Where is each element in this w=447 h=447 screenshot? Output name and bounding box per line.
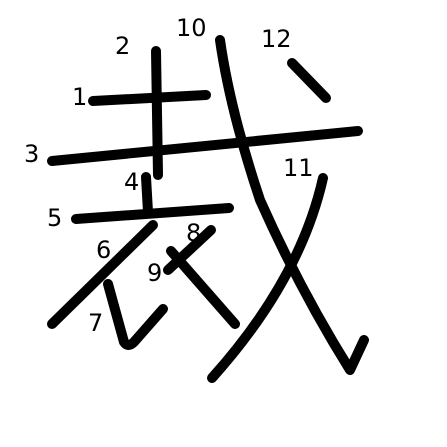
stroke-1: [88, 90, 211, 106]
stroke-number-6: 6: [96, 236, 111, 264]
stroke-number-10: 10: [176, 14, 207, 42]
stroke-number-12: 12: [261, 25, 292, 53]
stroke-5: [71, 203, 234, 224]
stroke-6: [47, 220, 158, 329]
stroke-12: [287, 58, 331, 103]
stroke-number-5: 5: [47, 204, 62, 232]
stroke-10: [215, 35, 369, 375]
stroke-number-1: 1: [72, 83, 87, 111]
stroke-number-3: 3: [24, 140, 39, 168]
stroke-number-11: 11: [283, 154, 314, 182]
stroke-number-4: 4: [124, 168, 139, 196]
stroke-number-8: 8: [186, 219, 201, 247]
stroke-4: [141, 172, 153, 217]
stroke-9: [166, 246, 240, 329]
stroke-7: [103, 279, 168, 350]
stroke-11: [207, 173, 328, 383]
stroke-number-2: 2: [115, 32, 130, 60]
stroke-number-7: 7: [88, 309, 103, 337]
stroke-number-9: 9: [147, 259, 162, 287]
stroke-2: [151, 46, 163, 180]
stroke-3: [47, 126, 363, 166]
